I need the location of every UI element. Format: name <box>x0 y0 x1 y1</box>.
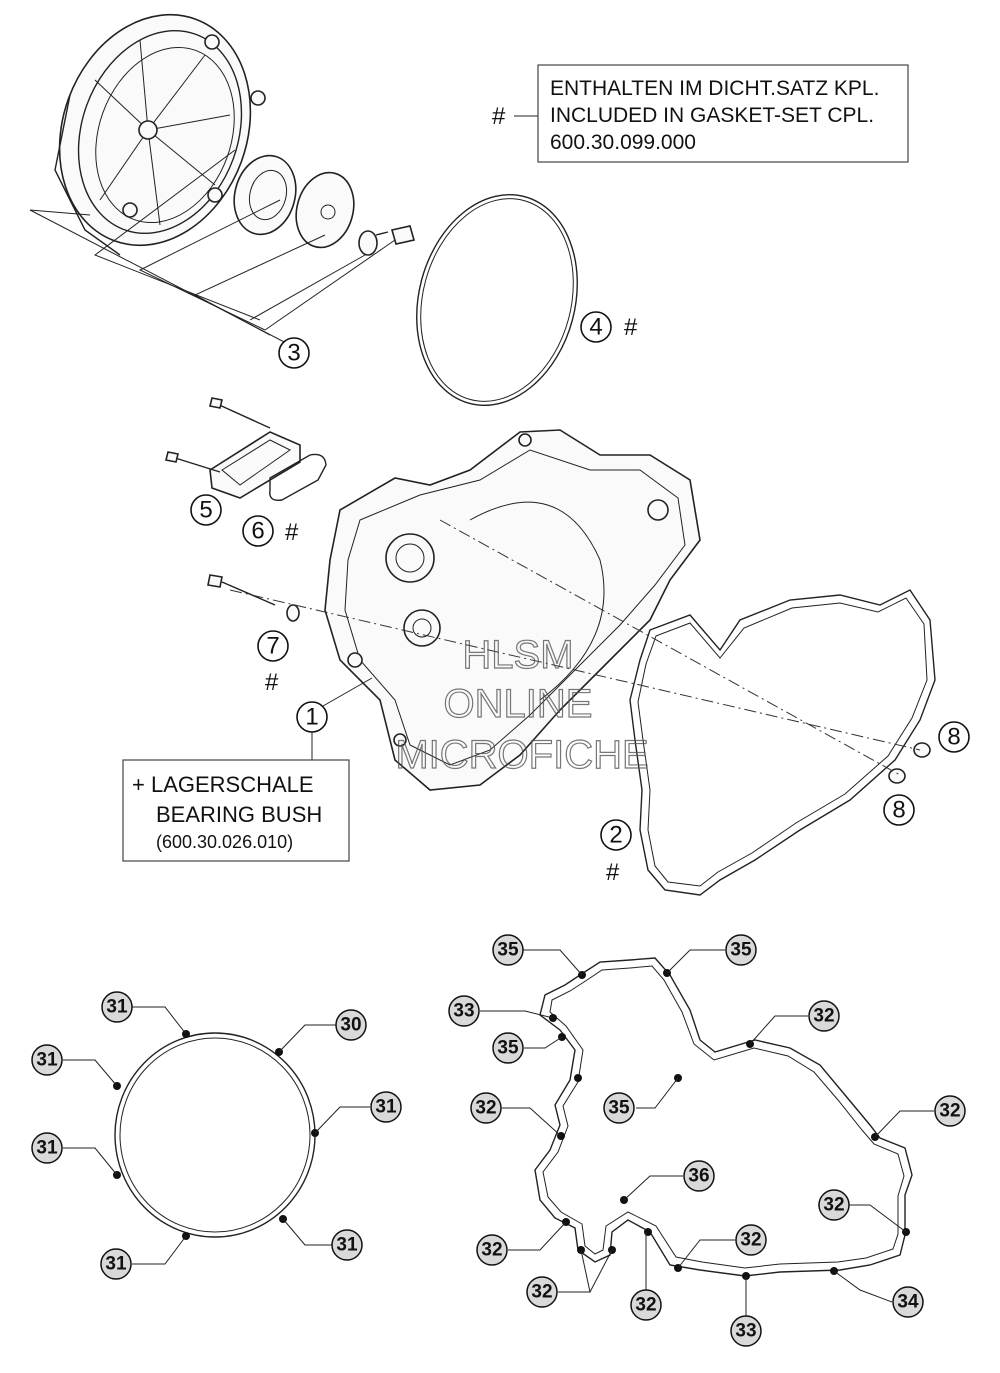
gasket-set-marker: # <box>492 103 506 130</box>
svg-text:35: 35 <box>497 1038 519 1059</box>
main-cover <box>324 429 701 791</box>
svg-text:31: 31 <box>106 997 128 1018</box>
callout-32-h: 32 <box>630 1289 662 1321</box>
svg-text:32: 32 <box>740 1230 761 1251</box>
callout-31-e: 31 <box>331 1229 363 1261</box>
callout-31-f: 31 <box>100 1248 132 1280</box>
svg-text:8: 8 <box>892 797 905 824</box>
screw-small <box>375 225 416 245</box>
svg-text:32: 32 <box>475 1098 496 1119</box>
o-ring-small <box>358 230 378 256</box>
bearing-bush-note: + LAGERSCHALE BEARING BUSH (600.30.026.0… <box>122 759 350 862</box>
svg-text:36: 36 <box>688 1166 709 1187</box>
ignition-cover-gasket <box>629 589 936 896</box>
callout-30: 30 <box>335 1009 367 1041</box>
callout-35-a: 35 <box>492 934 524 966</box>
svg-text:32: 32 <box>481 1240 502 1261</box>
callout-2: 2 <box>600 819 632 851</box>
svg-text:35: 35 <box>608 1098 630 1119</box>
gasket-marker-4: # <box>624 314 638 341</box>
svg-text:1: 1 <box>305 704 318 731</box>
callout-32-a: 32 <box>808 1000 840 1032</box>
svg-text:2: 2 <box>609 822 622 849</box>
callout-1: 1 <box>296 701 328 733</box>
svg-text:32: 32 <box>823 1195 844 1216</box>
callout-32-c: 32 <box>934 1095 966 1127</box>
callout-4: 4 <box>580 311 612 343</box>
svg-text:31: 31 <box>375 1097 397 1118</box>
gasket-set-line-2: INCLUDED IN GASKET-SET CPL. <box>550 104 874 127</box>
svg-text:32: 32 <box>813 1006 834 1027</box>
svg-text:35: 35 <box>730 940 752 961</box>
clutch-cover-outer <box>54 13 266 256</box>
svg-text:30: 30 <box>340 1015 361 1036</box>
cover-o-ring <box>416 193 578 407</box>
svg-text:32: 32 <box>635 1295 656 1316</box>
ignition-gasket-screw-positions <box>480 949 934 1316</box>
gasket-set-note: # ENTHALTEN IM DICHT.SATZ KPL. INCLUDED … <box>492 64 909 163</box>
gasket-marker-2: # <box>606 859 620 886</box>
gasket-marker-7: # <box>265 669 279 696</box>
callout-31-a: 31 <box>101 991 133 1023</box>
leader-lines-3 <box>29 149 396 346</box>
callout-36: 36 <box>683 1160 715 1192</box>
svg-text:5: 5 <box>199 497 212 524</box>
bearing-line-1: + LAGERSCHALE <box>132 772 314 797</box>
svg-text:31: 31 <box>336 1235 358 1256</box>
svg-text:6: 6 <box>251 518 264 545</box>
svg-text:3: 3 <box>287 340 300 367</box>
watermark: HLSM ONLINE MICROFICHE <box>395 632 650 777</box>
svg-text:33: 33 <box>735 1321 756 1342</box>
dowel-pins <box>888 742 931 784</box>
callout-32-d: 32 <box>818 1189 850 1221</box>
callout-8-upper: 8 <box>938 721 970 753</box>
gasket-marker-6: # <box>285 519 299 546</box>
water-pump-cover <box>165 397 301 499</box>
bearing-line-3: (600.30.026.010) <box>156 832 293 852</box>
bearing-line-2: BEARING BUSH <box>156 802 322 827</box>
svg-text:34: 34 <box>897 1292 919 1313</box>
svg-text:33: 33 <box>453 1001 474 1022</box>
gasket-set-line-3: 600.30.099.000 <box>550 131 696 154</box>
callout-33-a: 33 <box>448 995 480 1027</box>
svg-text:4: 4 <box>589 314 602 341</box>
svg-text:MICROFICHE: MICROFICHE <box>395 733 648 777</box>
cover-gasket-screw-positions <box>63 1006 370 1265</box>
callout-31-d: 31 <box>31 1132 63 1164</box>
alignment-lines <box>229 519 921 776</box>
callout-33-b: 33 <box>730 1315 762 1347</box>
svg-text:HLSM: HLSM <box>462 633 573 677</box>
svg-text:31: 31 <box>36 1138 58 1159</box>
callout-35-d: 35 <box>603 1092 635 1124</box>
callout-31-b: 31 <box>31 1044 63 1076</box>
callout-31-c: 31 <box>370 1091 402 1123</box>
callout-35-c: 35 <box>492 1032 524 1064</box>
callout-32-g: 32 <box>526 1276 558 1308</box>
callout-6: 6 <box>242 515 274 547</box>
water-pump-gasket <box>269 453 327 501</box>
svg-text:31: 31 <box>105 1254 127 1275</box>
callout-32-f: 32 <box>476 1234 508 1266</box>
bolt-7 <box>207 574 300 622</box>
callout-8-lower: 8 <box>883 794 915 826</box>
callout-3: 3 <box>278 337 310 369</box>
gasket-set-line-1: ENTHALTEN IM DICHT.SATZ KPL. <box>550 77 879 100</box>
svg-text:32: 32 <box>531 1282 552 1303</box>
svg-text:35: 35 <box>497 940 519 961</box>
callout-32-b: 32 <box>470 1092 502 1124</box>
svg-text:8: 8 <box>947 724 960 751</box>
svg-text:32: 32 <box>939 1101 960 1122</box>
callout-5: 5 <box>190 494 222 526</box>
callout-32-e: 32 <box>735 1224 767 1256</box>
callout-35-b: 35 <box>725 934 757 966</box>
svg-text:31: 31 <box>36 1050 58 1071</box>
svg-text:ONLINE: ONLINE <box>444 682 593 726</box>
svg-text:7: 7 <box>266 633 279 660</box>
callout-7: 7 <box>257 630 289 662</box>
inspection-cap <box>295 171 355 249</box>
callout-34: 34 <box>892 1286 924 1318</box>
